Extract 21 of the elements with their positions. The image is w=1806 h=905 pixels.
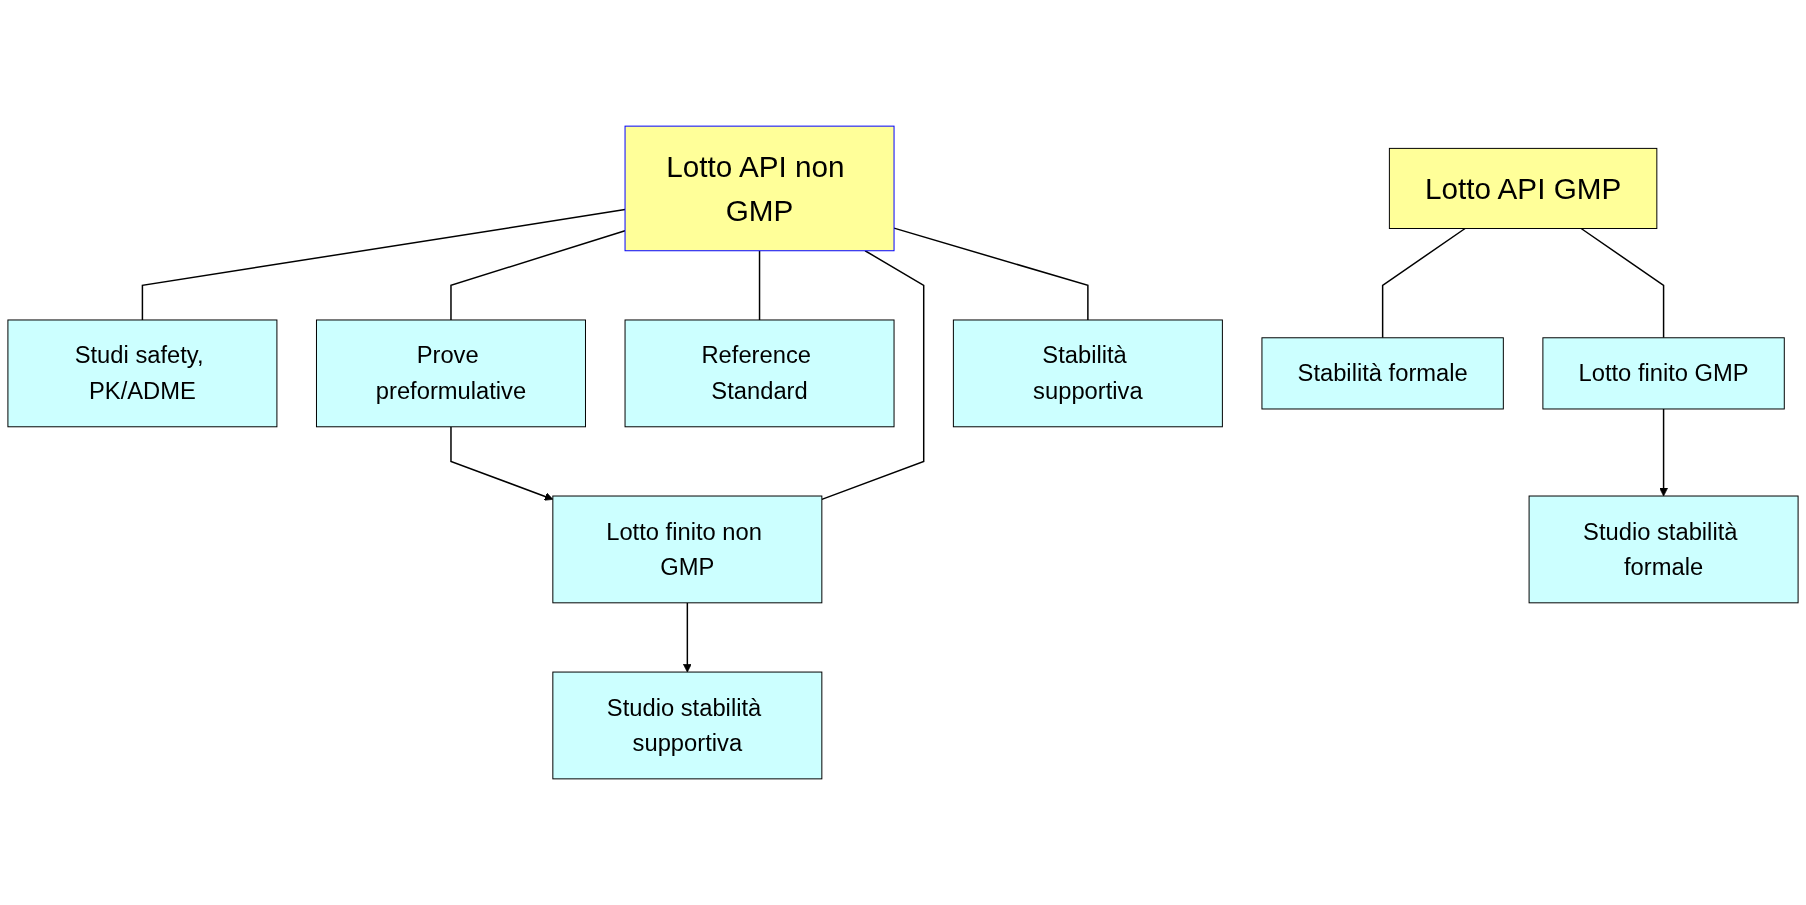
node-box: Prove preformulative <box>315 319 586 428</box>
connector <box>450 229 626 321</box>
node-box: Studio stabilità formale <box>1528 495 1799 604</box>
connector <box>758 250 761 321</box>
node-box: Studio stabilità supportiva <box>552 671 823 780</box>
connector <box>1381 227 1466 339</box>
node-box: Studi safety, PK/ADME <box>7 319 278 428</box>
node-box: Reference Standard <box>624 319 895 428</box>
node-box: Lotto API non GMP <box>624 125 895 252</box>
node-box: Lotto API GMP <box>1388 147 1658 229</box>
arrow <box>450 426 554 501</box>
connector <box>893 227 1089 321</box>
arrow <box>1659 408 1668 497</box>
connector <box>141 208 626 321</box>
connector <box>821 250 925 501</box>
node-box: Lotto finito non GMP <box>552 495 823 604</box>
node-box: Stabilità formale <box>1261 337 1504 410</box>
connector <box>1580 227 1665 339</box>
node-box: Lotto finito GMP <box>1542 337 1785 410</box>
arrow <box>683 602 692 673</box>
node-box: Stabilità supportiva <box>952 319 1223 428</box>
